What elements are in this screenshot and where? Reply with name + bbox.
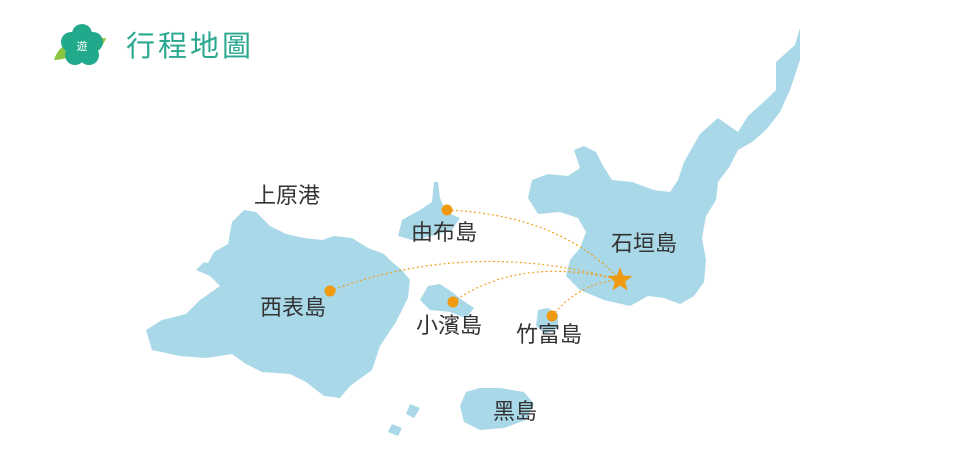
star-marker-ishigaki[interactable]: [607, 267, 633, 291]
label-taketomi[interactable]: 竹富島: [516, 323, 583, 348]
route-layer: [329, 209, 621, 317]
label-ishigaki[interactable]: 石垣島: [611, 232, 678, 257]
label-kohama[interactable]: 小濱島: [416, 314, 483, 339]
dot-marker-iriomote[interactable]: [324, 285, 336, 297]
label-kuroshima[interactable]: 黑島: [493, 400, 538, 425]
island-iriomote: [146, 210, 410, 398]
marker-layer: [324, 204, 633, 322]
dot-marker-yubu[interactable]: [441, 204, 453, 216]
page-title: 行程地圖: [126, 29, 255, 63]
route-kohama-ishigaki: [452, 270, 621, 303]
island-yubu: [398, 182, 460, 240]
header: 遊 行程地圖: [48, 20, 254, 68]
dot-marker-kohama[interactable]: [447, 296, 459, 308]
label-iriomote[interactable]: 西表島: [260, 296, 327, 321]
island-kohama: [420, 284, 474, 318]
island-kuroshima: [460, 388, 534, 430]
label-yubu[interactable]: 由布島: [411, 221, 478, 246]
label-uehara[interactable]: 上原港: [254, 184, 321, 209]
route-taketomi-ishigaki: [551, 279, 621, 317]
land-layer: [146, 28, 800, 436]
islet-3: [388, 424, 402, 436]
flower-logo-icon: 遊: [54, 24, 106, 65]
islet-2: [406, 404, 420, 418]
island-ishigaki: [528, 28, 800, 306]
islet-1: [196, 262, 216, 276]
dot-marker-taketomi[interactable]: [546, 310, 558, 322]
logo-text: 遊: [77, 39, 88, 53]
